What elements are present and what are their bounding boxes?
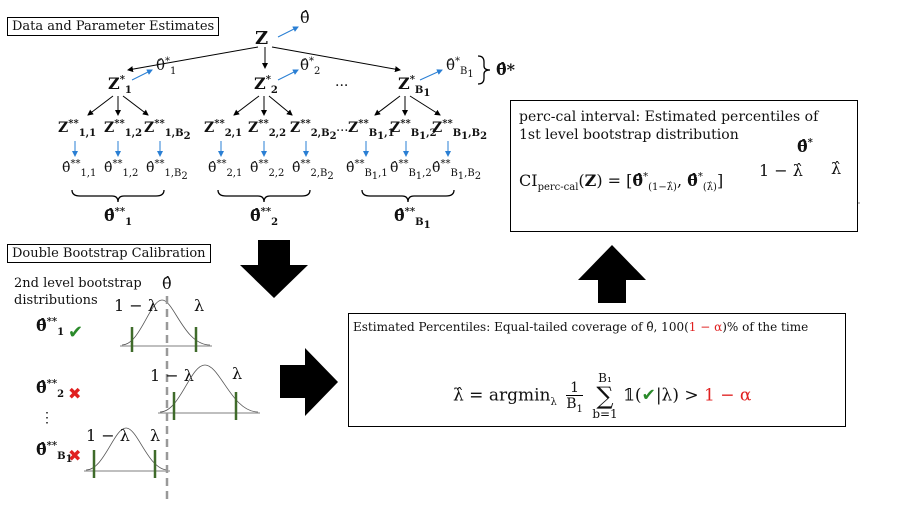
perc-cal-line2: 1st level bootstrap distribution xyxy=(519,127,739,143)
root-theta-hat: θ̂ xyxy=(300,8,310,27)
cross-mark-b1: ✖ xyxy=(68,446,82,465)
second-level-label: 2nd level bootstrap xyxy=(14,276,142,291)
cross-mark-2: ✖ xyxy=(68,384,82,403)
up-arrow xyxy=(578,245,646,303)
node-theta2: θ̂*2 xyxy=(300,56,321,77)
theta-star-label: θ̂* xyxy=(496,60,516,79)
check-mark: ✔ xyxy=(68,322,84,343)
node-thetab1: θ̂*B1 xyxy=(446,56,474,80)
right-arrow xyxy=(280,348,338,416)
perc-cal-line1: perc-cal interval: Estimated percentiles… xyxy=(519,109,819,125)
node-zb1: Z*B1 xyxy=(398,74,431,100)
edge-root-est xyxy=(277,26,299,38)
second-level-label-2: distributions xyxy=(14,293,98,308)
estimated-header: Estimated Percentiles: Equal-tailed cove… xyxy=(353,320,809,334)
ci-formula: CIperc-cal(Z) = [θ̂*(1−λ̂), θ̂*(λ̂)] xyxy=(519,171,724,194)
theta-hat-top: θ̂ xyxy=(162,274,172,293)
root-z: Z xyxy=(255,28,269,49)
edge-root-3 xyxy=(271,46,401,73)
node-z2: Z*2 xyxy=(254,74,278,97)
double-bootstrap-title: Double Bootstrap Calibration xyxy=(7,244,211,263)
node-z1: Z*1 xyxy=(108,74,132,97)
vdots: ⋮ xyxy=(40,410,54,426)
down-arrow xyxy=(240,240,308,298)
estimates-title: Data and Parameter Estimates xyxy=(7,17,220,36)
ellipsis-top: ... xyxy=(335,74,349,90)
node-theta1: θ̂*1 xyxy=(156,56,177,77)
perc-cal-box: perc-cal interval: Estimated percentiles… xyxy=(510,100,858,232)
edge-root-1 xyxy=(127,46,259,73)
estimated-percentiles-box: Estimated Percentiles: Equal-tailed cove… xyxy=(348,313,846,427)
